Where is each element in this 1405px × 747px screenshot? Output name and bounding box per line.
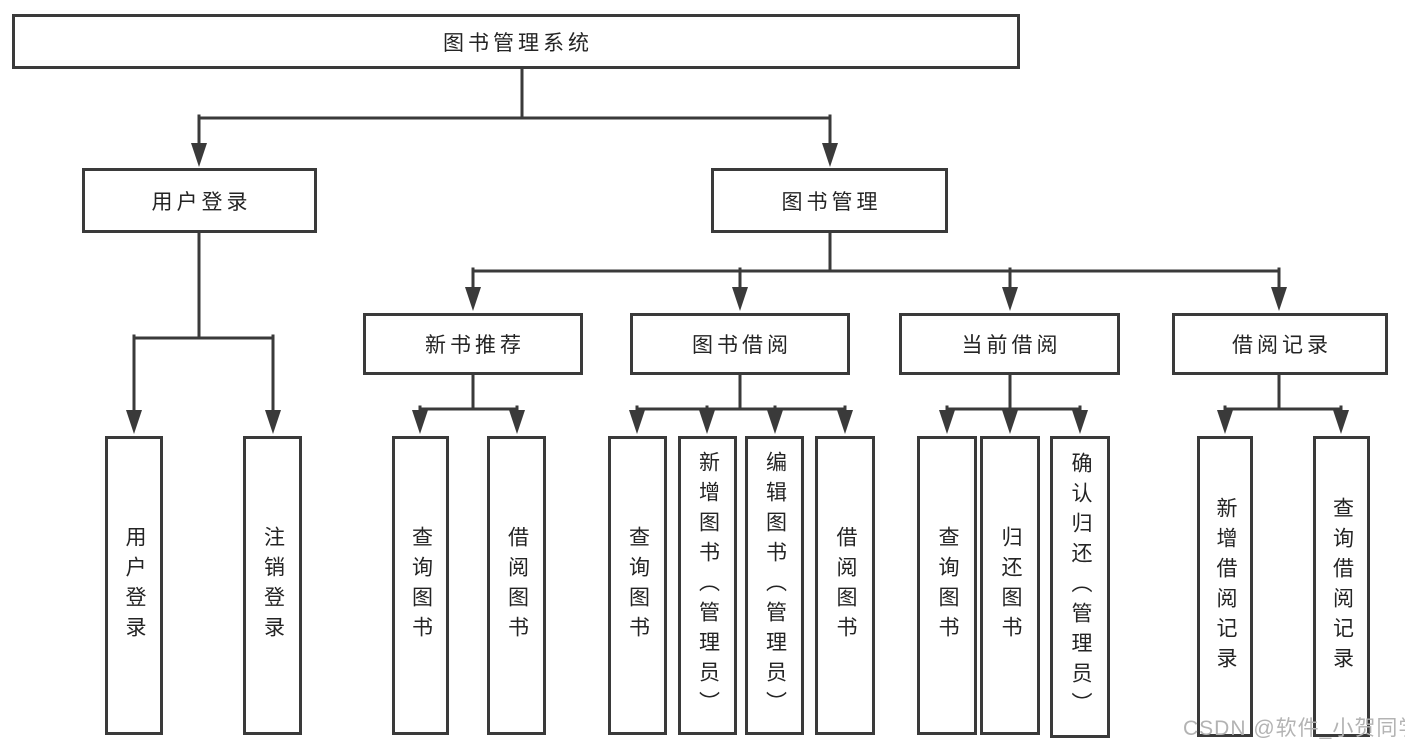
leaf-edit-books-admin: 编辑图书（管理员） (745, 436, 804, 735)
leaf-add-borrowing-record: 新增借阅记录 (1197, 436, 1253, 737)
leaf-query-books-current: 查询图书 (917, 436, 977, 735)
node-user-login-branch: 用户登录 (82, 168, 317, 233)
node-library-management-system: 图书管理系统 (12, 14, 1020, 69)
node-label: 新书推荐 (425, 334, 525, 357)
csdn-watermark: CSDN @软件_小贺同学 (1183, 717, 1405, 740)
leaf-return-books: 归还图书 (980, 436, 1040, 735)
node-label: 查询图书 (626, 525, 650, 646)
leaf-borrow-books: 借阅图书 (815, 436, 875, 735)
node-label: 借阅记录 (1232, 334, 1332, 357)
node-label: 新增图书（管理员） (696, 450, 720, 721)
node-new-book-recommendation: 新书推荐 (363, 313, 583, 375)
node-label: 归还图书 (999, 525, 1022, 646)
node-borrowing-records: 借阅记录 (1172, 313, 1388, 375)
node-label: 当前借阅 (961, 334, 1062, 357)
node-label: 确认归还（管理员） (1069, 452, 1092, 722)
leaf-logout: 注销登录 (243, 436, 302, 735)
node-label: 图书管理系统 (443, 31, 593, 55)
node-label: 注销登录 (261, 525, 285, 646)
node-label: 借阅图书 (505, 525, 529, 646)
node-current-borrowing: 当前借阅 (899, 313, 1120, 375)
leaf-add-books-admin: 新增图书（管理员） (678, 436, 737, 735)
node-label: 图书管理 (781, 190, 882, 214)
node-label: 查询图书 (936, 525, 959, 646)
leaf-user-login: 用户登录 (105, 436, 163, 735)
node-label: 编辑图书（管理员） (763, 450, 787, 721)
node-label: 图书借阅 (692, 334, 792, 357)
node-label: 查询图书 (409, 525, 433, 646)
tree-edges (132, 65, 1343, 416)
node-label: 借阅图书 (834, 525, 857, 646)
leaf-query-books-borrowing: 查询图书 (608, 436, 667, 735)
leaf-query-books-recommend: 查询图书 (392, 436, 449, 735)
node-label: 查询借阅记录 (1330, 496, 1354, 677)
node-label: 用户登录 (151, 190, 252, 214)
node-book-borrowing: 图书借阅 (630, 313, 850, 375)
leaf-confirm-return-admin: 确认归还（管理员） (1050, 436, 1110, 738)
node-book-management-branch: 图书管理 (711, 168, 948, 233)
arrowheads (126, 143, 1349, 434)
leaf-query-borrowing-record: 查询借阅记录 (1313, 436, 1370, 737)
node-label: 新增借阅记录 (1214, 496, 1237, 677)
leaf-borrow-books-recommend: 借阅图书 (487, 436, 546, 735)
node-label: 用户登录 (123, 525, 146, 646)
